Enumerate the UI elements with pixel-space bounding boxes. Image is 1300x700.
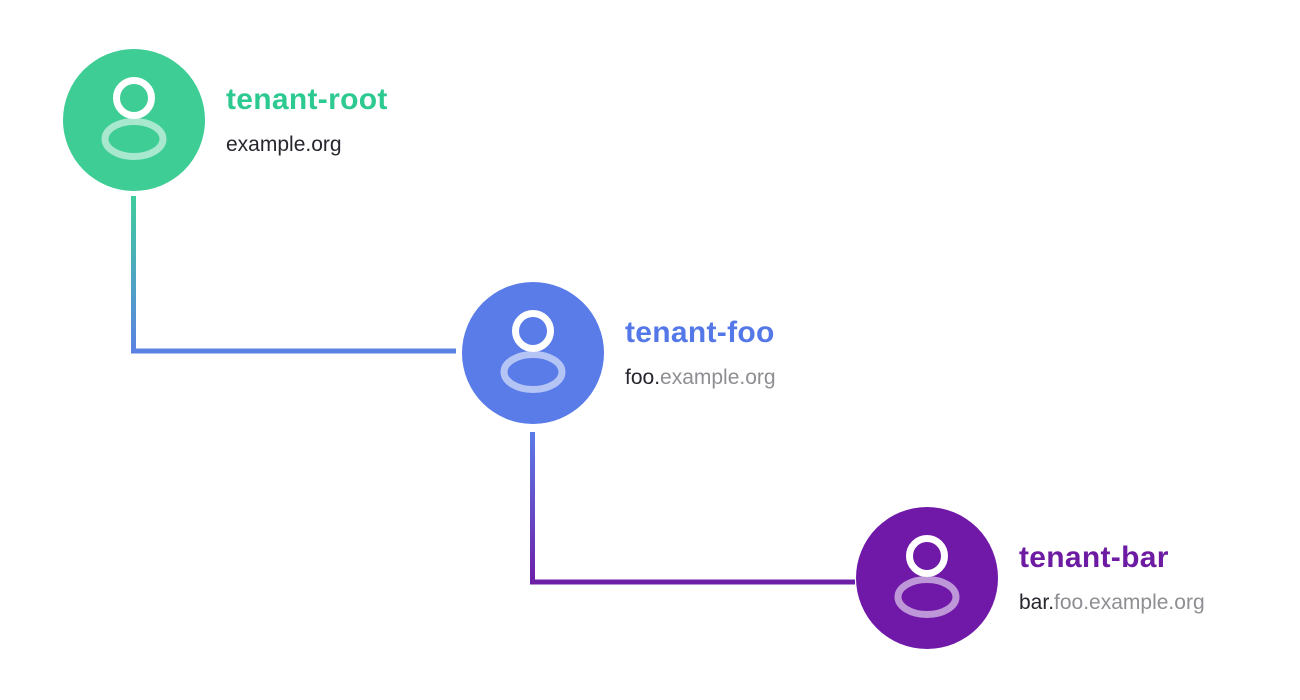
domain-suffix: foo.example.org (1054, 591, 1205, 615)
node-labels: tenant-root example.org (226, 83, 388, 156)
node-labels: tenant-bar bar.foo.example.org (1019, 541, 1205, 614)
tenant-name: tenant-foo (625, 316, 775, 350)
tenant-bar-avatar (856, 507, 998, 649)
node-tenant-root: tenant-root example.org (63, 49, 388, 191)
tenant-name: tenant-bar (1019, 541, 1169, 575)
tenant-name: tenant-root (226, 83, 388, 117)
domain-prefix: example.org (226, 133, 342, 157)
user-icon (500, 310, 566, 393)
user-icon (894, 535, 960, 618)
node-tenant-bar: tenant-bar bar.foo.example.org (856, 507, 1205, 649)
tenant-domain: bar.foo.example.org (1019, 591, 1205, 614)
tenant-root-avatar (63, 49, 205, 191)
tenant-foo-avatar (462, 282, 604, 424)
domain-suffix: example.org (660, 366, 776, 390)
node-tenant-foo: tenant-foo foo.example.org (462, 282, 776, 424)
user-icon (101, 77, 167, 160)
tenant-domain: foo.example.org (625, 366, 776, 389)
connector-root-to-foo (131, 196, 456, 354)
domain-prefix: bar. (1019, 591, 1055, 615)
connector-foo-to-bar (530, 432, 855, 585)
domain-prefix: foo. (625, 366, 661, 390)
node-labels: tenant-foo foo.example.org (625, 316, 776, 389)
tenant-domain: example.org (226, 133, 388, 156)
